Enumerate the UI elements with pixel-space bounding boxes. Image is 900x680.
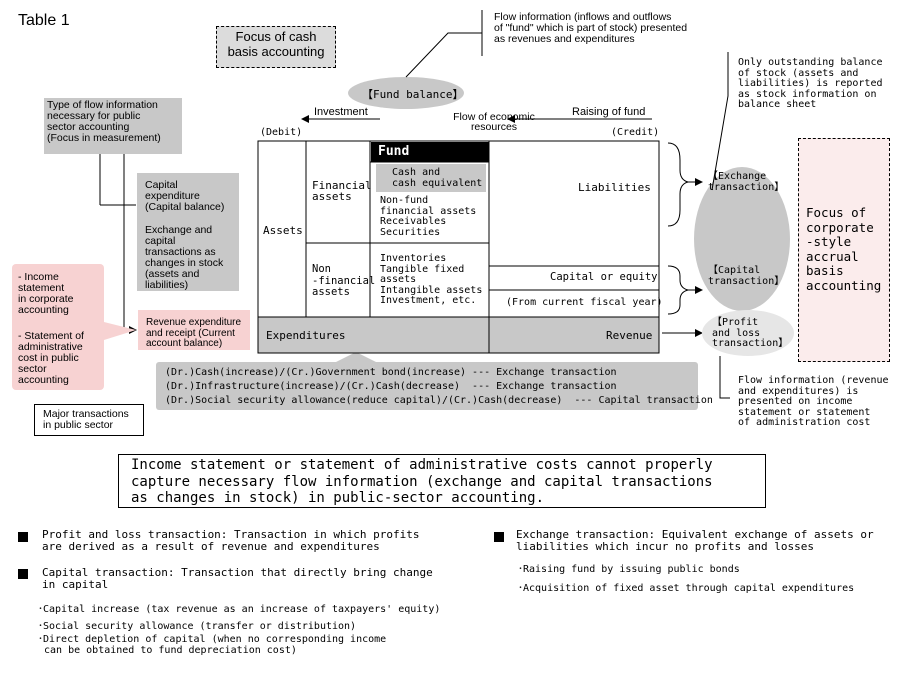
profit-loss-ellipse (702, 310, 794, 356)
exchange-capital-changes-text: Exchange and capital transactions as cha… (145, 224, 224, 291)
fund-header (371, 142, 489, 162)
capital-item-2: ･Social security allowance (transfer or … (38, 621, 357, 632)
accrual-focus-ellipse (694, 167, 790, 311)
raising-fund-label: Raising of fund (572, 106, 646, 118)
def-profit-loss: Profit and loss transaction: Transaction… (42, 528, 420, 553)
exchange-transaction-label: 【Exchange transaction】 (708, 171, 785, 193)
flow-info-top: Flow information (inflows and outflows o… (494, 11, 688, 45)
capital-expenditure-box (137, 173, 239, 291)
financial-assets-label: Financial assets (312, 179, 372, 203)
flow-economic-label: Flow of economic resources (453, 111, 535, 133)
bullet-square (494, 532, 504, 542)
profit-loss-transaction-label: 【Profit and loss transaction】 (712, 317, 789, 349)
fund-balance-ellipse (348, 77, 464, 109)
cash-cell (376, 164, 486, 192)
from-current-year-label: (From current fiscal year) (506, 297, 663, 308)
outstanding-balance-note: Only outstanding balance of stock (asset… (738, 57, 883, 110)
nonfinancial-label: Non -financial assets (312, 263, 376, 298)
focus-corporate-box (798, 138, 890, 362)
capital-brace (667, 265, 689, 315)
fund-balance-connector (405, 32, 482, 78)
def-capital: Capital transaction: Transaction that di… (42, 566, 433, 591)
fund-label: Fund (378, 144, 410, 159)
flow-info-bottom: Flow information (revenue and expenditur… (738, 375, 889, 428)
fund-balance-label: 【Fund balance】 (362, 88, 464, 101)
assets-label: Assets (263, 224, 303, 237)
focus-corporate-text: Focus of corporate -style accrual basis … (806, 205, 882, 293)
investment-label: Investment (314, 106, 368, 118)
capital-expenditure-text: Capital expenditure (Capital balance) (145, 179, 225, 213)
credit-label: (Credit) (611, 127, 660, 138)
expenditures-label: Expenditures (266, 329, 346, 342)
conclusion-box: Income statement or statement of adminis… (118, 454, 766, 508)
revenue-expenditure-box: Revenue expenditure and receipt (Current… (138, 310, 250, 350)
income-statement-item: - Income statement in corporate accounti… (18, 271, 74, 316)
journal-box (156, 362, 698, 410)
major-transactions-box: Major transactions in public sector (34, 404, 144, 436)
cash-label: Cash and cash equivalent (392, 167, 483, 189)
bullet-square (18, 569, 28, 579)
nonfund-label: Non-fund financial assets Receivables Se… (380, 195, 477, 238)
capital-equity-label: Capital or equity (550, 271, 658, 283)
bullet-square (18, 532, 28, 542)
journal-line-2: (Dr.)Infrastructure(increase)/(Cr.)Cash(… (165, 381, 617, 392)
inventories-label: Inventories Tangible fixed assets Intang… (380, 253, 483, 306)
capital-transaction-label: 【Capital transaction】 (708, 265, 785, 287)
capital-item-1: ･Capital increase (tax revenue as an inc… (38, 604, 441, 615)
debit-label: (Debit) (260, 127, 303, 138)
liabilities-brace (667, 142, 689, 227)
table-title: Table 1 (18, 12, 70, 29)
journal-line-1: (Dr.)Cash(increase)/(Cr.)Government bond… (165, 367, 617, 378)
statement-admin-item: - Statement of administrative cost in pu… (18, 330, 84, 386)
def-exchange: Exchange transaction: Equivalent exchang… (516, 528, 874, 553)
pink-statements-box (12, 264, 104, 390)
journal-line-3: (Dr.)Social security allowance(reduce ca… (165, 395, 713, 406)
type-of-flow-box: Type of flow information necessary for p… (44, 98, 182, 154)
revenue-label: Revenue (606, 329, 653, 342)
focus-cash-basis-box: Focus of cash basis accounting (216, 26, 336, 68)
liabilities-label: Liabilities (578, 181, 651, 194)
capital-item-3: ･Direct depletion of capital (when no co… (38, 634, 387, 656)
exchange-item-2: ･Acquisition of fixed asset through capi… (518, 583, 855, 594)
exchange-item-1: ･Raising fund by issuing public bonds (518, 564, 740, 575)
